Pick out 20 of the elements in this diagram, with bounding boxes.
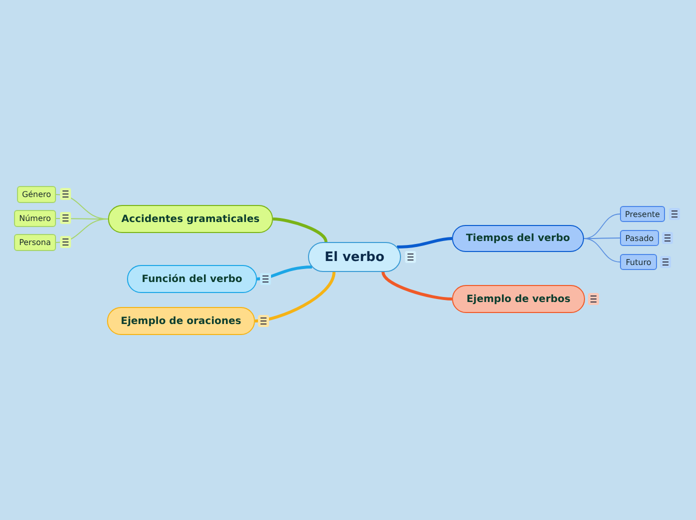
- subtopic-box: Género: [17, 186, 56, 203]
- connector-line: [56, 218, 108, 243]
- connector-line: [254, 272, 336, 322]
- topic-box: Función del verbo: [127, 265, 257, 293]
- subtopic-box: Persona: [14, 234, 56, 251]
- connector-line: [256, 266, 312, 280]
- connector-line: [584, 238, 620, 239]
- topic-box: Accidentes gramaticales: [108, 205, 273, 233]
- connector-line: [272, 218, 328, 242]
- connector-line: [382, 272, 452, 300]
- central-topic: El verbo: [308, 242, 401, 272]
- topic-box: Ejemplo de verbos: [452, 285, 585, 313]
- subtopic-box: Futuro: [620, 254, 657, 270]
- connector-line: [396, 237, 452, 248]
- topic-box: Ejemplo de oraciones: [107, 307, 255, 335]
- connector-line: [584, 238, 620, 262]
- subtopic-box: Pasado: [620, 230, 659, 246]
- subtopic-box: Presente: [620, 206, 665, 222]
- topic-box: Tiempos del verbo: [452, 225, 584, 252]
- subtopic-box: Número: [14, 210, 56, 227]
